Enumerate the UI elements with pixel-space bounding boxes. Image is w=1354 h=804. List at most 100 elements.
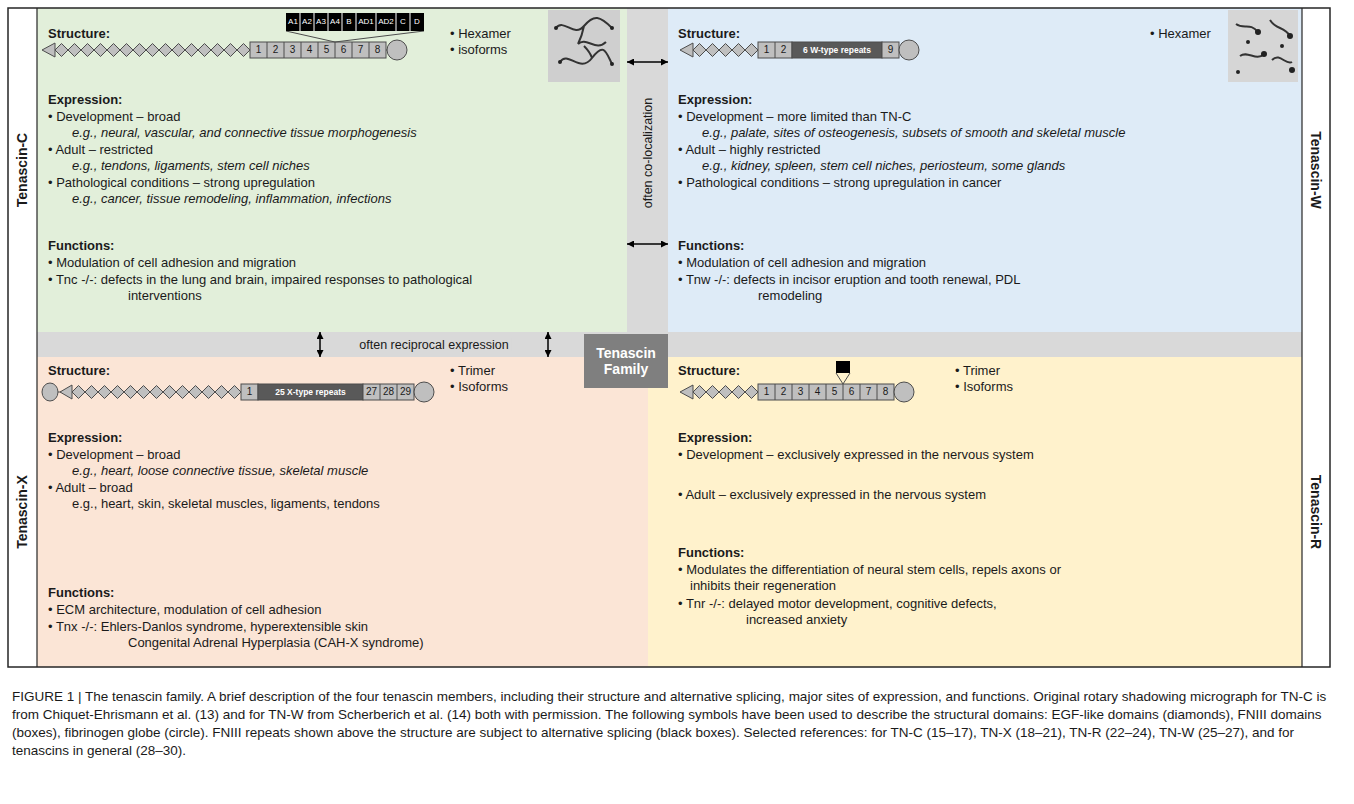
panel-text: • Trimer bbox=[955, 363, 1050, 379]
section-heading: Structure: bbox=[678, 363, 828, 379]
micrograph bbox=[1228, 10, 1298, 82]
tnw-micrograph bbox=[1228, 10, 1298, 82]
tnw-structure bbox=[680, 40, 919, 60]
relation-arrow bbox=[627, 61, 668, 63]
domain-label: 2 bbox=[267, 42, 284, 58]
domain-label: 2 bbox=[775, 384, 792, 400]
w-type-repeats bbox=[792, 42, 882, 58]
splice-label: C bbox=[396, 13, 410, 31]
fniii-dividers bbox=[267, 42, 369, 58]
panel-text: e.g., cancer, tissue remodeling, inflamm… bbox=[72, 191, 612, 207]
fniii-domains bbox=[758, 42, 792, 58]
panel-title: Tenascin-W bbox=[1308, 131, 1324, 209]
section-heading: Functions: bbox=[48, 238, 248, 254]
tnc-panel-fill bbox=[37, 8, 627, 332]
domain-label: 2 bbox=[775, 42, 792, 58]
egf-domains bbox=[693, 42, 758, 58]
egf-domains bbox=[693, 384, 758, 400]
panel-text: • Pathological conditions – strong upreg… bbox=[678, 175, 1278, 191]
panel-text: • Tnc -/-: defects in the lung and brain… bbox=[48, 272, 478, 304]
horizontal-strip bbox=[37, 332, 1302, 357]
tnx-panel-fill bbox=[37, 357, 648, 667]
splice-label: B bbox=[342, 13, 356, 31]
fniii-dividers bbox=[380, 384, 397, 400]
n-terminal bbox=[60, 385, 72, 399]
panel-text: • Isoforms bbox=[450, 379, 545, 395]
egf-domains bbox=[55, 42, 250, 58]
fibrinogen-globe bbox=[387, 40, 407, 60]
panel-text: • Adult – highly restricted bbox=[678, 142, 1278, 158]
domain-label: 1 bbox=[241, 384, 258, 400]
panel-text: e.g., tendons, ligaments, stem cell nich… bbox=[72, 158, 612, 174]
middle-strip bbox=[627, 8, 668, 332]
splice-label: AD1 bbox=[356, 13, 376, 31]
relation-arrow bbox=[627, 243, 668, 245]
fniii-domains bbox=[758, 384, 894, 400]
panel-text: • Adult – exclusively expressed in the n… bbox=[678, 487, 1278, 503]
fniii-domains bbox=[363, 384, 414, 400]
n-terminal-globe bbox=[42, 383, 58, 401]
outer-frame bbox=[8, 8, 1330, 667]
tnc-micrograph bbox=[548, 10, 620, 82]
panel-text: • Development – broad bbox=[48, 109, 608, 125]
panel-text: • Tnw -/-: defects in incisor eruption a… bbox=[678, 272, 1043, 304]
panel-text: • Tnx -/-: Ehlers-Danlos syndrome, hyper… bbox=[48, 619, 428, 651]
n-terminal bbox=[680, 385, 693, 399]
n-terminal bbox=[42, 43, 55, 57]
domain-label: 29 bbox=[397, 384, 414, 400]
panel-text: • Hexamer bbox=[450, 26, 545, 42]
splice-leader bbox=[836, 373, 850, 384]
micrograph-strands bbox=[556, 18, 612, 64]
tenascin-panel: Tenascin-RStructure:• Trimer• IsoformsEx… bbox=[648, 357, 1330, 667]
domain-label: 27 bbox=[363, 384, 380, 400]
domain-label: 3 bbox=[284, 42, 301, 58]
splice-label: A3 bbox=[314, 13, 328, 31]
splice-label: D bbox=[410, 13, 424, 31]
domain-label: 4 bbox=[301, 42, 318, 58]
splice-box bbox=[836, 361, 850, 373]
micrograph-knobs bbox=[1236, 29, 1295, 74]
strip-divider bbox=[1301, 8, 1302, 667]
domain-label: 6 bbox=[335, 42, 352, 58]
splice-label: A1 bbox=[286, 13, 300, 31]
splice-boxes bbox=[286, 13, 424, 31]
section-heading: Functions: bbox=[678, 238, 878, 254]
splice-label: AD2 bbox=[376, 13, 396, 31]
fibrinogen-globe bbox=[899, 40, 919, 60]
section-heading: Functions: bbox=[678, 545, 878, 561]
panel-text: e.g., neural, vascular, and connective t… bbox=[72, 125, 612, 141]
fniii-dividers bbox=[775, 384, 877, 400]
domain-label: 3 bbox=[792, 384, 809, 400]
section-heading: Functions: bbox=[48, 585, 248, 601]
domain-label: 9 bbox=[882, 42, 899, 58]
panel-text: • Adult – restricted bbox=[48, 142, 608, 158]
tnc-structure bbox=[42, 13, 424, 60]
tnr-panel-fill bbox=[648, 357, 1302, 667]
tnw-panel-fill bbox=[668, 8, 1302, 332]
domain-label: 6 W-type repeats bbox=[792, 42, 882, 58]
strip-divider bbox=[36, 8, 37, 667]
splice-dividers bbox=[300, 13, 410, 31]
panel-text: • Isoforms bbox=[955, 379, 1050, 395]
panel-text: e.g., palate, sites of osteogenesis, sub… bbox=[702, 125, 1292, 141]
panel-text: • isoforms bbox=[450, 42, 545, 58]
domain-label: 28 bbox=[380, 384, 397, 400]
micrograph-knobs bbox=[554, 26, 614, 66]
egf-domains bbox=[72, 384, 241, 400]
panel-text: • Development – more limited than TN-C bbox=[678, 109, 1278, 125]
panel-text: e.g., heart, skin, skeletal muscles, lig… bbox=[72, 496, 612, 512]
domain-label: 4 bbox=[809, 384, 826, 400]
domain-label: 1 bbox=[758, 42, 775, 58]
tenascin-panel: Tenascin-WStructure:• HexamerExpression:… bbox=[668, 8, 1330, 332]
panel-text: • Modulation of cell adhesion and migrat… bbox=[678, 255, 1278, 271]
tenascin-panel: Tenascin-CStructure:• Hexamer• isoformsE… bbox=[8, 8, 627, 332]
domain-label: 8 bbox=[369, 42, 386, 58]
family-box: Tenascin Family bbox=[584, 334, 668, 388]
fibrinogen-globe bbox=[414, 382, 434, 402]
panel-text: • Adult – broad bbox=[48, 480, 608, 496]
section-heading: Expression: bbox=[678, 430, 878, 446]
domain-label: 25 X-type repeats bbox=[258, 384, 363, 400]
